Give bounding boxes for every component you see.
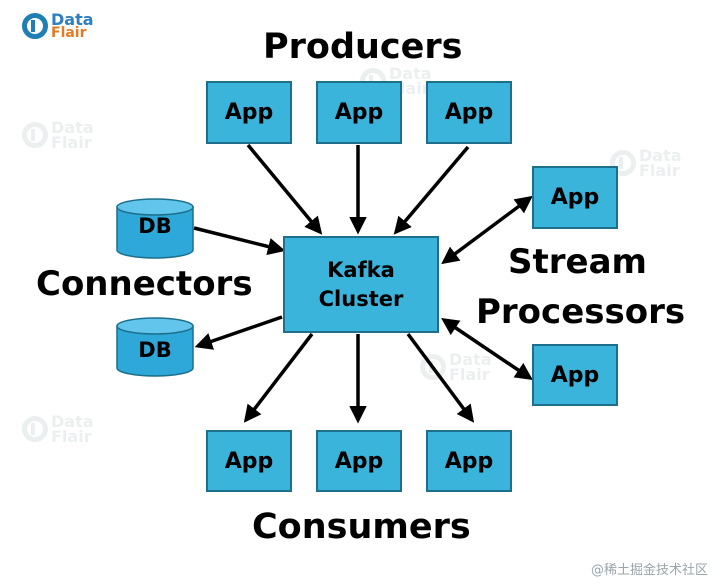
arrow-producer-3 xyxy=(393,145,470,235)
kafka-cluster-label-line2: Cluster xyxy=(318,286,404,311)
dataflair-logo-icon xyxy=(22,13,48,40)
stream-app-box: App xyxy=(532,166,618,229)
consumers-heading: Consumers xyxy=(252,507,471,547)
producer-app-box: App xyxy=(206,81,292,144)
producers-heading: Producers xyxy=(263,27,463,67)
dataflair-logo-icon xyxy=(22,416,48,443)
stream-app-box: App xyxy=(532,344,618,406)
arrow-consumer-3 xyxy=(406,332,475,423)
database-cylinder xyxy=(116,317,194,377)
stream-processors-heading-line1: Stream xyxy=(508,242,647,282)
kafka-cluster-box: Kafka Cluster xyxy=(283,236,439,333)
producer-app-box: App xyxy=(316,81,402,144)
arrow-db-out xyxy=(194,315,283,350)
arrow-consumer-1 xyxy=(243,332,314,423)
source-credit: @稀土掘金技术社区 xyxy=(590,563,708,578)
database-cylinder xyxy=(116,198,194,259)
database-label: DB xyxy=(138,338,172,362)
producer-app-box: App xyxy=(426,81,512,144)
consumer-app-box: App xyxy=(316,430,402,492)
connectors-heading: Connectors xyxy=(36,264,253,304)
arrow-stream-1 xyxy=(441,195,533,265)
arrow-db-in xyxy=(193,226,286,256)
stream-processors-heading-line2: Processors xyxy=(476,292,686,332)
dataflair-logo-icon xyxy=(610,150,636,177)
consumer-app-box: App xyxy=(426,430,512,492)
kafka-cluster-label-line1: Kafka xyxy=(327,258,395,283)
dataflair-logo-icon xyxy=(22,122,48,149)
arrow-producer-1 xyxy=(246,143,323,235)
consumer-app-box: App xyxy=(206,430,292,492)
database-label: DB xyxy=(138,214,172,238)
arrow-stream-2 xyxy=(441,318,533,380)
